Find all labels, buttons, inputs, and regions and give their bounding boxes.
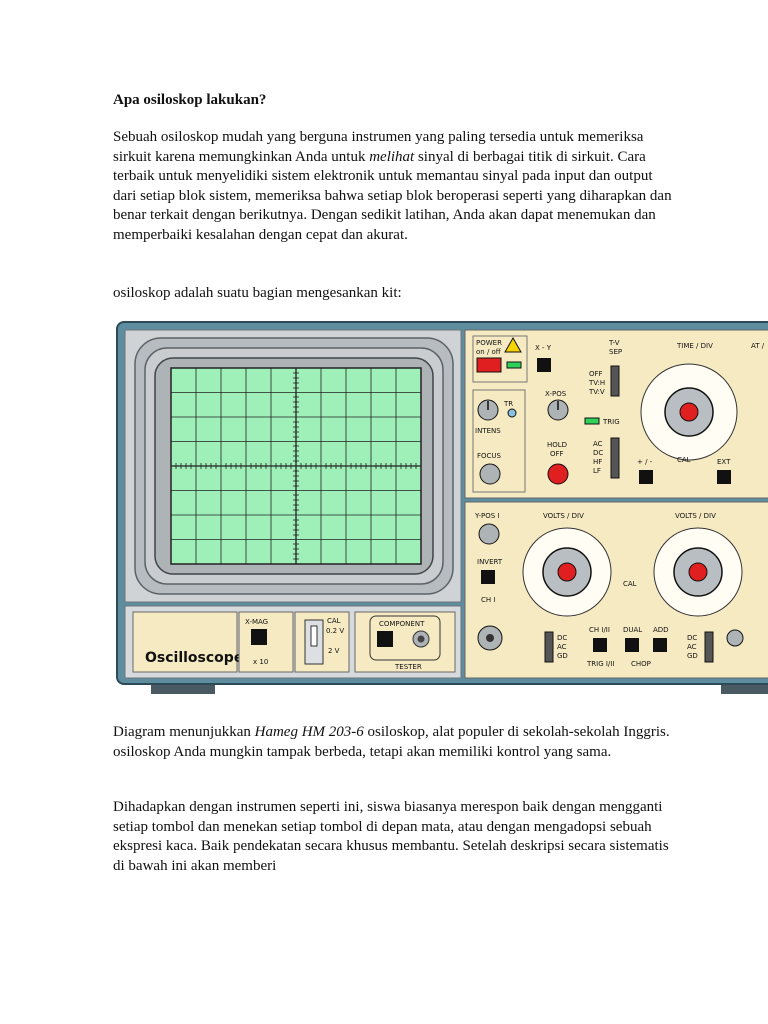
at-label: AT / [751,342,765,350]
dc-label: DC [557,634,567,642]
cal-2v-label: 2 V [328,647,340,655]
name-plate [132,611,238,673]
cal-socket-slot [310,625,318,647]
intro-text-start: Sebuah osiloskop mudah yang berguna inst… [113,129,644,165]
off-label: OFF [589,370,603,378]
body-paragraph: Dihadapkan dengan instrumen seperti ini,… [113,799,669,874]
intens-label: INTENS [475,427,501,435]
tester-frame [369,615,441,661]
gd-label: GD [557,652,568,660]
volts-variable-knob-2[interactable] [688,562,708,582]
trig-label: TRIG [602,418,620,426]
oscilloscope-drawing: Oscilloscope X-MAG x 10 CAL 0.2 V 2 V CO… [116,321,768,694]
add-label: ADD [653,626,669,634]
tester-label: TESTER [394,663,422,671]
ext-label: EXT [717,458,731,466]
volts-variable-knob-1[interactable] [557,562,577,582]
ypos-knob[interactable] [478,523,500,545]
oscilloscope-illustration: Oscilloscope X-MAG x 10 CAL 0.2 V 2 V CO… [115,320,768,700]
hf-trig-label: HF [593,458,602,466]
ch12-button[interactable] [593,638,607,652]
warning-icon [504,336,522,353]
ext-button[interactable] [717,470,731,484]
tvh-label: TV:H [588,379,605,387]
ac-label: AC [557,643,567,651]
trace-rotation-control[interactable] [507,408,517,418]
caption-text-start: Diagram menunjukkan [113,724,255,740]
ac-trig-label: AC [593,440,603,448]
chop-label: CHOP [631,660,651,668]
caption-text-end: osiloskop, alat populer di sekolah-sekol… [113,724,670,760]
ypos-label: Y-POS I [474,512,499,520]
dc-trig-label: DC [593,449,603,457]
intro-emphasis: melihat [369,148,415,165]
power-label: POWER [476,339,502,347]
oscilloscope-name: Oscilloscope [145,650,243,666]
lf-trig-label: LF [593,467,601,475]
cal-label: CAL [327,617,341,625]
plus-minus-label: + / - [637,458,653,466]
ch2-coupling-switch[interactable] [704,631,714,663]
time-cal-label: CAL [677,456,691,464]
xy-label: X - Y [535,344,552,352]
component-tester-button[interactable] [377,631,393,647]
ac-label-2: AC [687,643,697,651]
time-div-variable-knob[interactable] [679,402,699,422]
ch12-label: CH I/II [589,626,610,634]
tr-label: TR [503,400,513,408]
trig12-label: TRIG I/II [586,660,614,668]
ch1-label: CH I [481,596,495,604]
power-sub-label: on / off [476,348,501,356]
intro-paragraph: Sebuah osiloskop mudah yang berguna inst… [113,128,673,246]
component-label: COMPONENT [379,620,425,628]
caption-emphasis: Hameg HM 203-6 [254,724,364,740]
xmag-label: X-MAG [245,618,268,626]
tvv-label: TV:V [588,388,605,396]
tv-sep-label-2: SEP [609,348,622,356]
screen-center-ticks [175,372,417,560]
ground-socket[interactable] [726,629,744,647]
xmag-button[interactable] [251,629,267,645]
dual-label: DUAL [623,626,642,634]
hold-off-knob[interactable] [547,463,569,485]
hold-off-label-2: OFF [550,450,564,458]
invert-label: INVERT [477,558,503,566]
screen-graticule [171,368,421,564]
page-heading: Apa osiloskop lakukan? [113,92,267,108]
intro-text-end: sinyal di berbagai titik di sirkuit. Car… [113,148,672,243]
add-button[interactable] [653,638,667,652]
ch1-input-connector-core [486,634,494,642]
x10-label: x 10 [253,658,268,666]
focus-label: FOCUS [477,452,502,460]
gd-label-2: GD [687,652,698,660]
lead-paragraph: osiloskop adalah suatu bagian mengesanka… [113,285,402,301]
cal-02v-label: 0.2 V [326,627,344,635]
xy-button[interactable] [537,358,551,372]
power-indicator-led [506,361,522,369]
dual-button[interactable] [625,638,639,652]
trig-led [584,417,600,425]
xpos-label: X-POS [545,390,567,398]
hold-off-label-1: HOLD [547,441,567,449]
slope-button[interactable] [639,470,653,484]
volts-div-label-2: VOLTS / DIV [675,512,716,520]
volts-cal-label: CAL [623,580,637,588]
dc-label-2: DC [687,634,697,642]
tester-socket-core [417,635,425,643]
volts-div-label-1: VOLTS / DIV [543,512,584,520]
tv-selector-switch[interactable] [610,365,620,397]
ch1-coupling-switch[interactable] [544,631,554,663]
power-button[interactable] [476,357,502,373]
focus-knob[interactable] [479,463,501,485]
component-tester-panel [354,611,456,673]
time-div-label: TIME / DIV [676,342,713,350]
trigger-coupling-switch[interactable] [610,437,620,479]
invert-button[interactable] [481,570,495,584]
tv-sep-label-1: T-V [608,339,620,347]
caption-paragraph: Diagram menunjukkan Hameg HM 203-6 osilo… [113,723,673,762]
